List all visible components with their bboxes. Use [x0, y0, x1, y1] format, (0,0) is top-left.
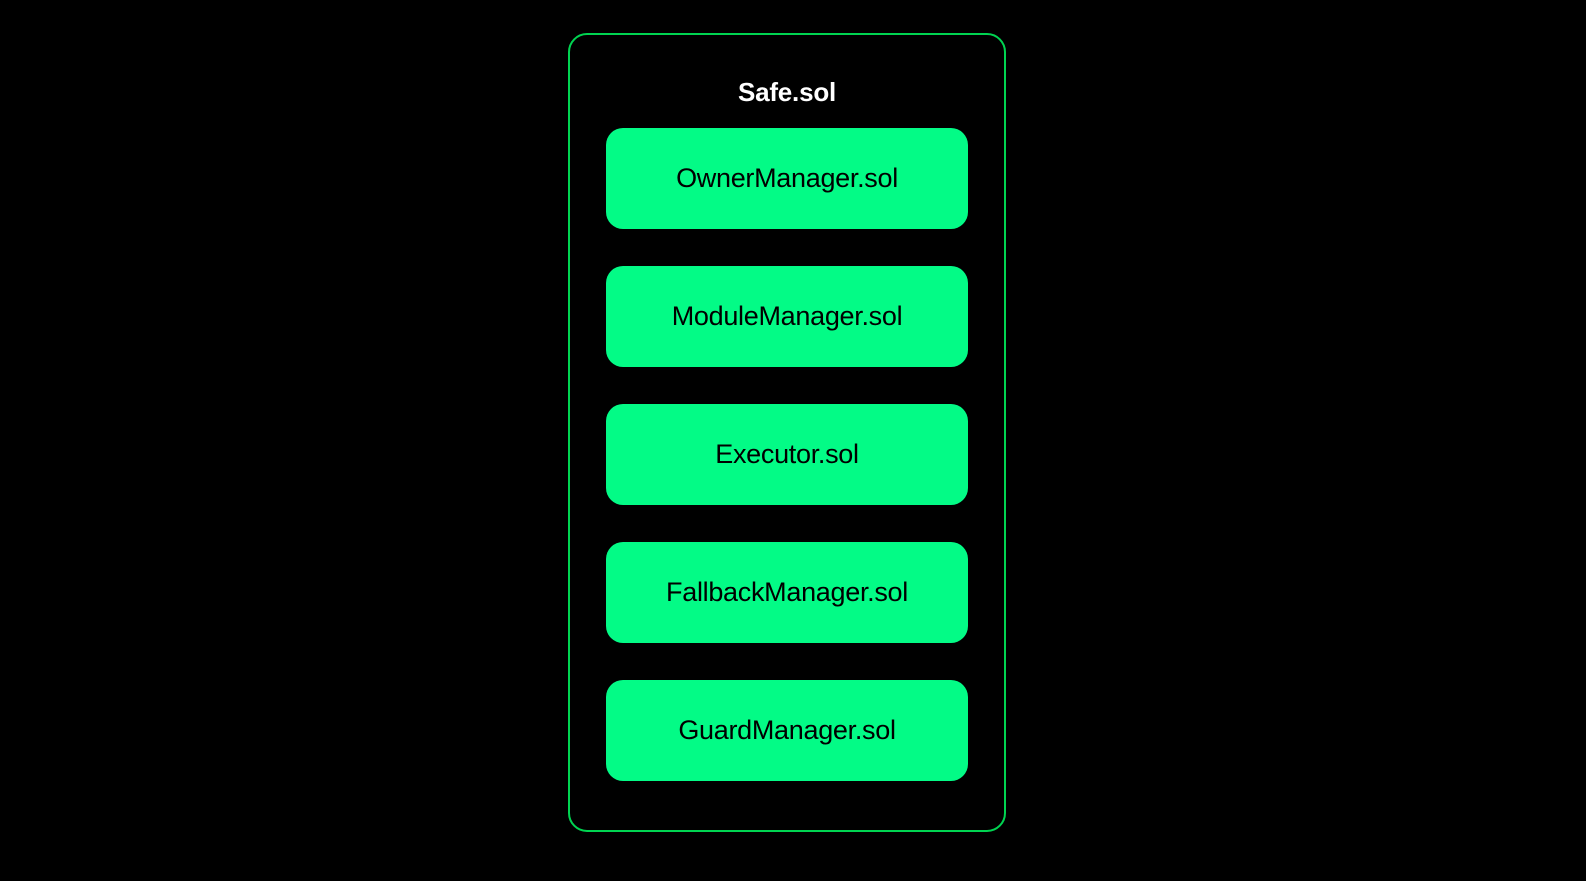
module-label: GuardManager.sol	[678, 715, 896, 745]
safe-sol-container: Safe.sol OwnerManager.sol ModuleManager.…	[568, 33, 1006, 832]
module-box-owner-manager[interactable]: OwnerManager.sol	[606, 128, 968, 229]
module-label: Executor.sol	[715, 439, 859, 469]
module-label: FallbackManager.sol	[666, 577, 908, 607]
module-box-module-manager[interactable]: ModuleManager.sol	[606, 266, 968, 367]
module-box-fallback-manager[interactable]: FallbackManager.sol	[606, 542, 968, 643]
module-box-guard-manager[interactable]: GuardManager.sol	[606, 680, 968, 781]
module-list: OwnerManager.sol ModuleManager.sol Execu…	[606, 128, 968, 781]
module-label: OwnerManager.sol	[676, 163, 898, 193]
module-box-executor[interactable]: Executor.sol	[606, 404, 968, 505]
container-title: Safe.sol	[737, 77, 837, 107]
module-label: ModuleManager.sol	[671, 301, 903, 331]
